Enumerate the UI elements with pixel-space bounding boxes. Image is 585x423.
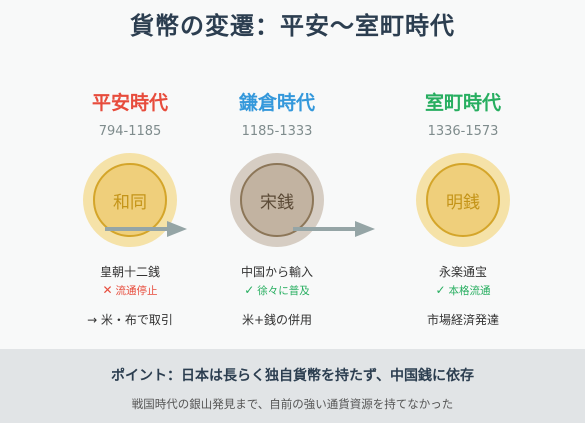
coin-inner: 明銭 bbox=[426, 163, 500, 237]
coin-inner: 和同 bbox=[93, 163, 167, 237]
status-badge: ✓本格流通 bbox=[368, 283, 558, 298]
coin-icon: 和同 bbox=[83, 153, 177, 247]
arrow-right-icon bbox=[293, 221, 375, 237]
coin-inner: 宋銭 bbox=[240, 163, 314, 237]
trade-note: 市場経済発達 bbox=[426, 313, 499, 327]
status-text: 本格流通 bbox=[448, 285, 491, 297]
summary-point: ポイント：日本は長らく独自貨幣を持たず、中国銭に依存 bbox=[110, 368, 475, 384]
coin-icon: 明銭 bbox=[416, 153, 510, 247]
era-name: 平安時代 bbox=[91, 92, 168, 114]
arrow-right-icon bbox=[105, 221, 187, 237]
check-icon: ✓ bbox=[244, 283, 255, 297]
coin-icon: 宋銭 bbox=[230, 153, 324, 247]
era-years: 1336-1573 bbox=[427, 124, 499, 139]
coin-label: 和同 bbox=[113, 192, 147, 213]
coin-name: 中国から輸入 bbox=[240, 265, 313, 279]
era-years: 794-1185 bbox=[98, 124, 162, 139]
check-icon: ✓ bbox=[435, 283, 446, 297]
era-name: 室町時代 bbox=[424, 92, 501, 114]
trade-note: → 米・布で取引 bbox=[87, 313, 173, 327]
page-title: 貨幣の変遷：平安〜室町時代 bbox=[130, 12, 455, 40]
era-name: 鎌倉時代 bbox=[238, 92, 315, 114]
trade-note: 米+銭の併用 bbox=[241, 313, 313, 327]
cross-icon: ✕ bbox=[102, 283, 113, 297]
coin-label: 明銭 bbox=[446, 192, 480, 213]
status-text: 徐々に普及 bbox=[257, 285, 310, 297]
summary-panel: ポイント：日本は長らく独自貨幣を持たず、中国銭に依存 戦国時代の銀山発見まで、自… bbox=[0, 349, 585, 423]
arrow-head bbox=[167, 221, 187, 237]
status-badge: ✓徐々に普及 bbox=[182, 283, 372, 298]
summary-note: 戦国時代の銀山発見まで、自前の強い通貨資源を持てなかった bbox=[131, 397, 454, 411]
status-text: 流通停止 bbox=[115, 285, 158, 297]
status-badge: ✕流通停止 bbox=[35, 283, 225, 298]
era-years: 1185-1333 bbox=[241, 124, 313, 139]
coin-name: 永楽通宝 bbox=[438, 265, 487, 279]
arrow-head bbox=[355, 221, 375, 237]
coin-name: 皇朝十二銭 bbox=[99, 265, 160, 279]
coin-label: 宋銭 bbox=[260, 192, 294, 213]
